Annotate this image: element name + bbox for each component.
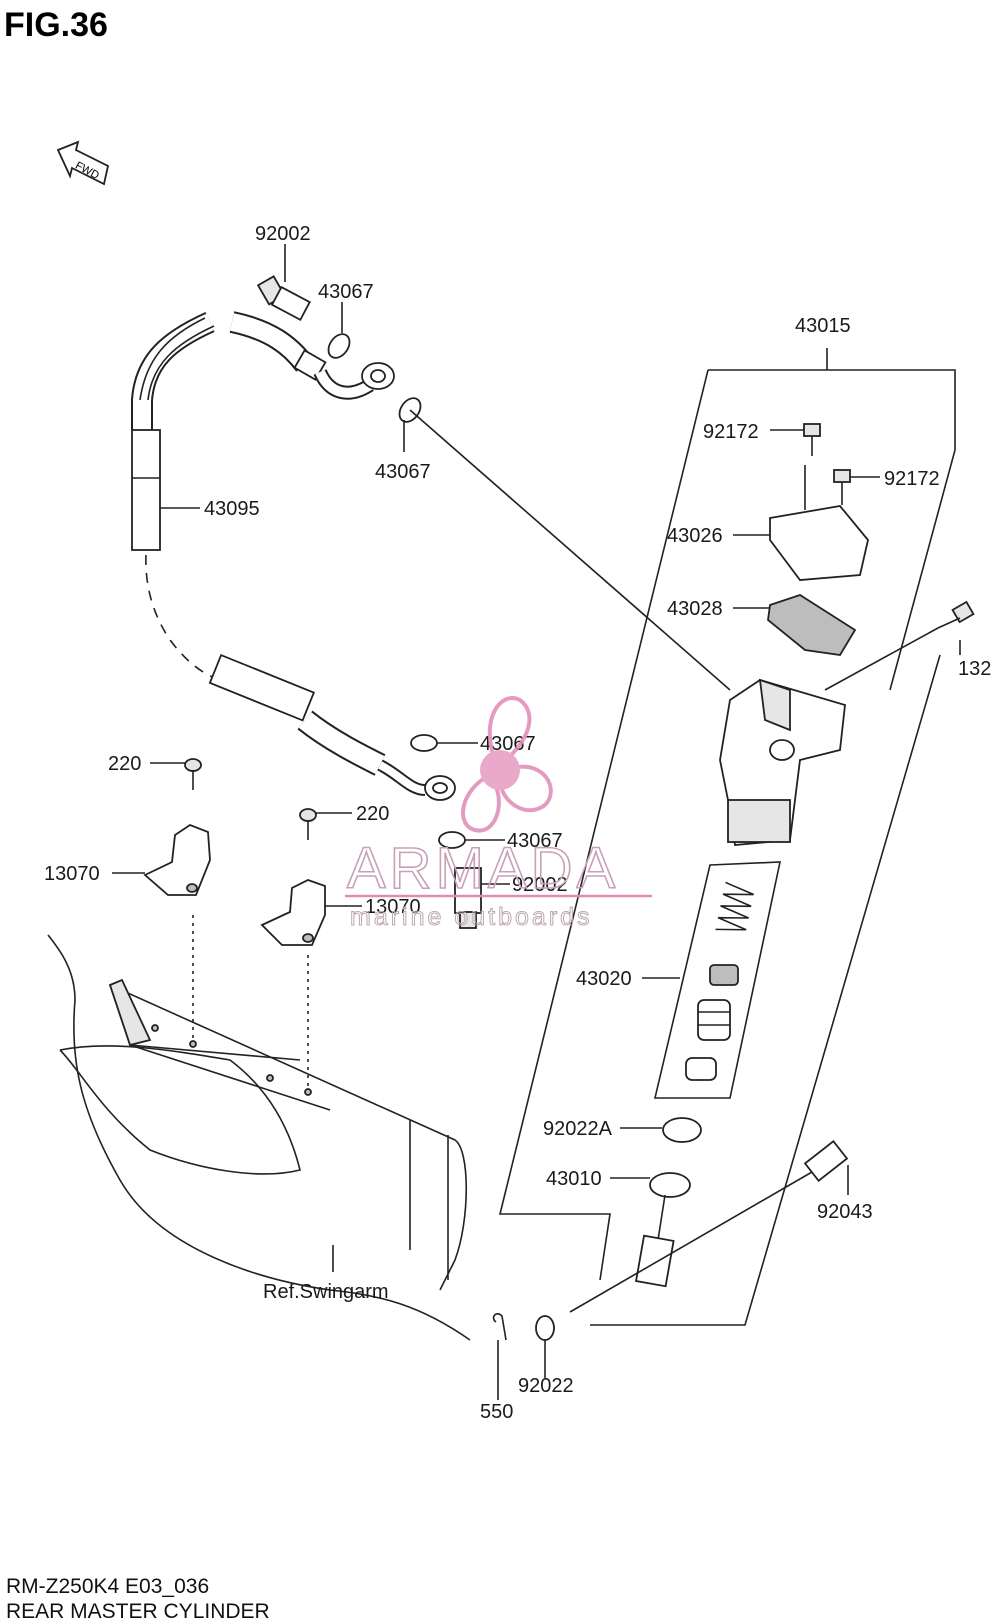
bolt-132: [937, 600, 975, 629]
armada-logo: [461, 696, 553, 833]
label-13070-a: 13070: [44, 863, 100, 885]
push-rod: [635, 1172, 691, 1288]
label-92022A: 92022A: [543, 1118, 613, 1140]
brake-hose: [131, 311, 456, 801]
label-92172-b: 92172: [884, 468, 940, 490]
master-cylinder-body: [719, 678, 846, 846]
label-43028: 43028: [667, 598, 723, 620]
circlip-92022A: [662, 1117, 702, 1143]
diaphragm: [767, 594, 857, 656]
footer-caption: REAR MASTER CYLINDER: [6, 1600, 270, 1620]
cotter-pin-550: [492, 1313, 507, 1341]
footer-model: RM-Z250K4 E03_036: [6, 1575, 209, 1598]
label-92022: 92022: [518, 1375, 574, 1397]
label-550: 550: [480, 1401, 513, 1423]
label-43095: 43095: [204, 498, 260, 520]
label-92043: 92043: [817, 1201, 873, 1223]
piston-kit: [653, 861, 781, 1099]
label-43010: 43010: [546, 1168, 602, 1190]
label-43067-b: 43067: [375, 461, 431, 483]
fwd-arrow-icon: FWD: [56, 140, 110, 186]
figure-title: FIG.36: [4, 6, 108, 44]
washer-92022: [535, 1315, 555, 1341]
banjo-bolt-lower: [454, 867, 482, 929]
label-43067-d: 43067: [507, 830, 563, 852]
leader-lines: [112, 244, 961, 1400]
screw-220-a: [184, 758, 202, 790]
washer-43067-c: [410, 734, 438, 752]
reservoir-cap: [769, 505, 869, 581]
clamp-13070-b: [260, 879, 326, 946]
label-92002-b: 92002: [512, 874, 568, 896]
watermark-brand: ARMADA: [347, 836, 619, 901]
screw-220-b: [299, 808, 317, 840]
label-43067-a: 43067: [318, 281, 374, 303]
label-220-a: 220: [108, 753, 141, 775]
label-220-b: 220: [356, 803, 389, 825]
label-43026: 43026: [667, 525, 723, 547]
watermark-tagline: marine outboards: [350, 903, 593, 931]
label-ref-swingarm: Ref.Swingarm: [263, 1281, 389, 1303]
label-13070-b: 13070: [365, 896, 421, 918]
washer-43067-a: [327, 333, 351, 359]
label-43015: 43015: [795, 315, 851, 337]
banjo-bolt-top: [256, 275, 311, 322]
clamp-13070-a: [143, 823, 211, 896]
assembly-outline: [498, 348, 956, 1326]
screw-92172-a: [803, 423, 821, 456]
screw-92172-b: [833, 469, 851, 505]
label-43020: 43020: [576, 968, 632, 990]
label-132: 132: [958, 658, 991, 680]
label-92002-top: 92002: [255, 223, 311, 245]
label-92172-a: 92172: [703, 421, 759, 443]
pin-92043: [569, 1139, 849, 1313]
swingarm: [47, 934, 471, 1341]
